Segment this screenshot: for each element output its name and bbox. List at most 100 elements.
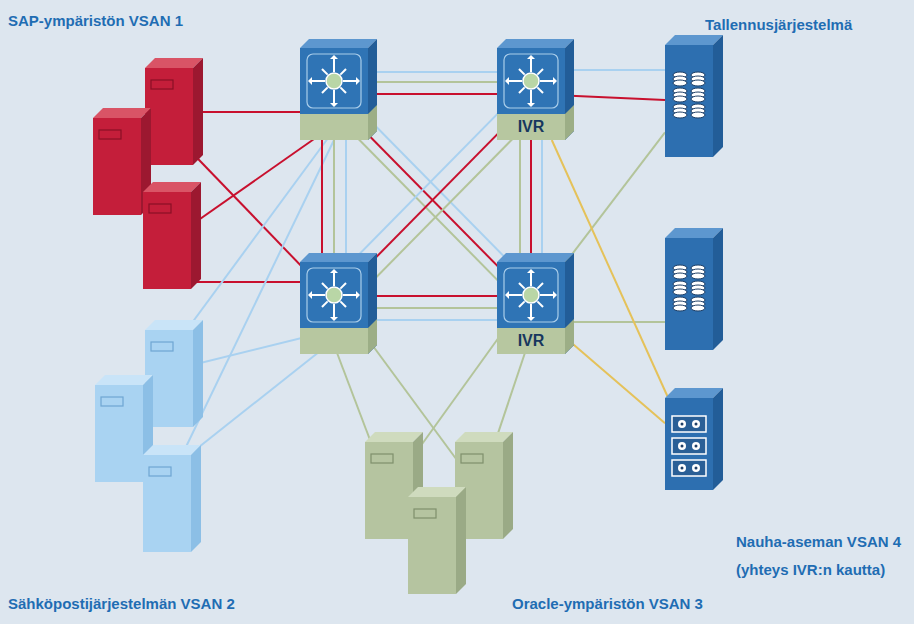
disk-platter [673,289,687,295]
drive-slot [461,454,483,463]
drive-slot [371,454,393,463]
side-band [565,105,574,140]
arrow-head [505,291,509,299]
switch-arrow [322,301,328,307]
switch-arrow [519,87,525,93]
disk-platter [691,305,705,311]
switch-arrow [530,273,532,286]
top-face [665,228,723,238]
reel-hub [695,423,698,426]
switch-arrow [322,283,328,289]
switch-arrow [322,69,328,75]
link-lines [170,70,689,490]
front-face [95,385,143,482]
drive-slot [151,342,173,351]
switch-arrow [322,87,328,93]
top-face [145,320,203,330]
device-heading: Nauha-aseman VSAN 4 (yhteys IVR:n kautta… [736,528,908,584]
fibre-connector [565,337,665,423]
top-face [95,375,153,385]
side-face [565,253,574,354]
front-face [665,238,713,350]
switch-arrow [540,80,553,82]
tape-reel [692,420,700,428]
arrow-head [527,269,535,273]
switch-arrow [343,294,356,296]
switch-arrow [530,304,532,317]
side-band [368,105,377,140]
switch-arrow [333,59,335,72]
front-face [300,48,368,140]
disk-platter [691,80,705,86]
switch-arrow [333,304,335,317]
switch-hub [523,287,539,303]
arrow-head [330,269,338,273]
side-band [368,319,377,354]
switch-arrow [340,301,346,307]
top-face [497,39,574,48]
storage-array-shape [665,45,713,157]
icon-frame [504,268,558,322]
top-face [497,253,574,262]
arrow-head [505,77,509,85]
fibre-connector [552,140,668,398]
arrow-head [527,55,535,59]
side-face [191,445,201,552]
arrow-head [356,291,360,299]
fibre-connector [565,96,665,100]
switch-arrow [509,294,522,296]
top-face [365,432,423,442]
mail-server [145,320,203,427]
disk-platter [673,273,687,279]
top-face [408,487,466,497]
disk-platter [691,273,705,279]
tape-library: Nauha-aseman VSAN 4 (yhteys IVR:n kautta… [665,398,713,490]
switch-label: IVR [497,329,565,353]
reel-hub [681,423,684,426]
switch-arrow [537,283,543,289]
sap-server [93,108,151,215]
switch-arrow [340,283,346,289]
arrow-head [553,77,557,85]
tape-reel [692,442,700,450]
switch-band [300,328,368,354]
fc-switch [300,39,377,140]
switch-band [497,328,565,354]
reel-hub [695,467,698,470]
switch-arrow [519,301,525,307]
fibre-connector [565,132,665,263]
ivr-switch: IVR [497,48,565,140]
side-face [191,182,201,289]
arrow-head [330,55,338,59]
arrow-head [356,77,360,85]
drive-slot [149,467,171,476]
front-face [665,45,713,157]
storage-array: Tallennusjärjestelmä [665,45,713,157]
switch-arrow [312,294,325,296]
sap-server [145,58,203,165]
group-label: Oracle-ympäristön VSAN 3 [512,595,703,613]
front-face [497,262,565,354]
switch-arrow [509,80,522,82]
side-face [713,388,723,490]
drive-slot [99,130,121,139]
disk-platter [673,80,687,86]
tape-slot [672,416,706,432]
switch-arrow [519,69,525,75]
drive-slot [414,509,436,518]
arrow-head [330,103,338,107]
switch-label: IVR [497,115,565,139]
switch-arrow [540,294,553,296]
tape-reel [692,464,700,472]
drive-slot [101,397,123,406]
icon-frame [504,54,558,108]
device-heading: Tallennusjärjestelmä [705,11,852,39]
icon-frame [307,54,361,108]
side-face [713,228,723,350]
side-band [565,319,574,354]
tape-slot [672,460,706,476]
switch-arrow [530,90,532,103]
top-face [143,182,201,192]
switch-hub [326,287,342,303]
top-face [300,253,377,262]
